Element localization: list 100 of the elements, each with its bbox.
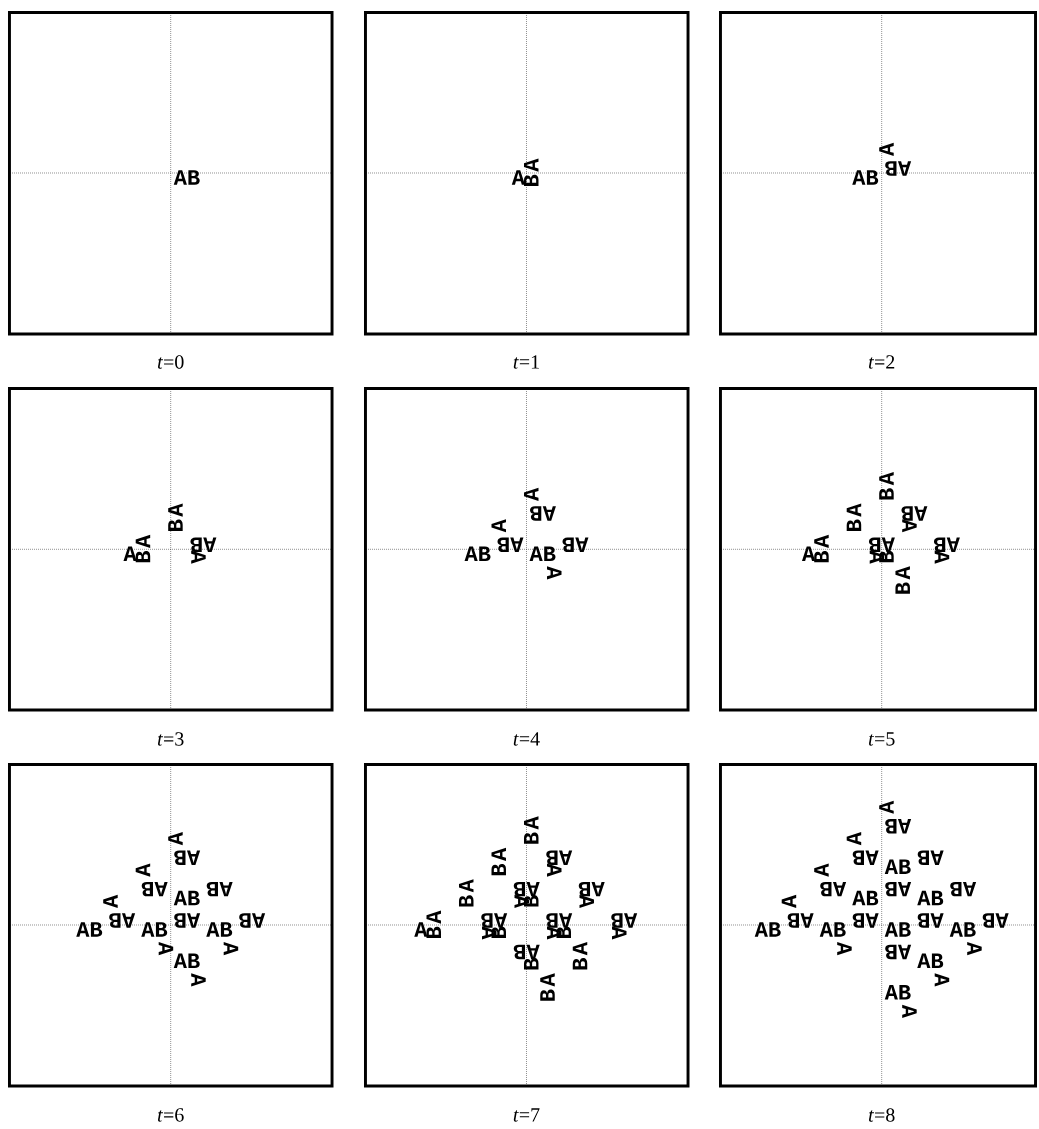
letters: AB (885, 819, 912, 834)
letters: A (895, 566, 910, 580)
letters: B (135, 551, 151, 563)
letters: A (524, 487, 539, 501)
letters: AB (562, 537, 589, 553)
letters: AB (852, 850, 879, 865)
letters: A (879, 142, 894, 157)
letters: AB (173, 953, 200, 969)
step-label: t=5 (868, 732, 895, 746)
letters: B (572, 958, 588, 970)
letters: A (524, 158, 539, 172)
letters: A (902, 1004, 917, 1018)
letters: AB (852, 170, 879, 185)
letters: A (781, 894, 797, 909)
letters: A (168, 832, 183, 846)
letters: A (814, 534, 829, 549)
letters: AB (885, 881, 912, 897)
letters: AB (917, 953, 944, 969)
letters: A (846, 832, 862, 846)
letters: B (540, 989, 555, 1001)
letters: A (837, 941, 852, 956)
letters: A (547, 566, 562, 580)
letters: AB (206, 881, 233, 897)
letters: B (814, 551, 829, 563)
letters: AB (174, 850, 201, 865)
letters: AB (173, 890, 200, 906)
letters: AB (917, 913, 944, 928)
step-label: t=3 (157, 732, 184, 746)
letters: AB (109, 913, 136, 928)
step-label: t=2 (868, 355, 895, 369)
letters: AB (141, 881, 168, 897)
letters: B (459, 895, 474, 907)
letters: A (491, 847, 506, 861)
letters: AB (578, 881, 605, 897)
letters: A (967, 941, 982, 956)
letters: B (879, 488, 894, 500)
letters: B (426, 926, 441, 938)
letters: A (223, 941, 239, 956)
letters: A (103, 894, 118, 909)
letters: B (524, 174, 539, 186)
letters: AB (76, 922, 103, 937)
letters: A (879, 800, 894, 814)
letters: AB (754, 922, 781, 937)
letters: A (459, 879, 474, 893)
letters: A (814, 863, 829, 877)
letters: A (191, 973, 206, 987)
letters: AB (174, 913, 201, 928)
letters: AB (884, 922, 911, 937)
step-label: t=1 (513, 355, 539, 369)
letters: AB (611, 913, 638, 928)
letters: A (612, 926, 627, 940)
letters: A (191, 550, 206, 564)
letters: AB (885, 944, 912, 960)
letters: A (879, 472, 894, 486)
letters: A (846, 503, 862, 517)
letters: AB (513, 944, 540, 960)
letters: AB (950, 881, 977, 897)
letters: AB (141, 922, 168, 937)
letters: A (491, 519, 506, 533)
letters: AB (464, 546, 491, 561)
letters: A (158, 941, 174, 956)
letters: AB (933, 537, 960, 553)
letters: A (934, 550, 950, 564)
letters: A (511, 170, 525, 185)
letters: B (524, 958, 539, 970)
letters: B (524, 832, 539, 844)
letters: AB (949, 922, 976, 937)
letters: AB (852, 913, 879, 928)
letters: AB (546, 850, 573, 865)
letters: AB (868, 537, 895, 553)
letters: AB (190, 537, 217, 553)
letters: AB (206, 922, 233, 937)
letters: AB (546, 913, 573, 928)
letters: B (491, 863, 506, 876)
letters: AB (917, 850, 944, 865)
step-label: t=0 (157, 355, 184, 369)
letters: A (572, 941, 588, 956)
letters: A (934, 973, 950, 987)
letters: A (168, 503, 183, 517)
letters: AB (885, 161, 912, 176)
letters: AB (820, 881, 847, 897)
letters: AB (513, 881, 540, 897)
letters: AB (982, 913, 1009, 928)
letters: A (135, 534, 151, 549)
letters: A (540, 973, 555, 987)
letters: A (426, 910, 441, 924)
letters: AB (173, 170, 200, 185)
letters: AB (901, 506, 928, 521)
letters: AB (481, 913, 508, 928)
step-label: t=7 (513, 1108, 540, 1122)
letters: A (802, 546, 816, 561)
letters: AB (884, 859, 911, 874)
letters: AB (529, 546, 556, 561)
step-label: t=8 (868, 1108, 895, 1122)
letters: AB (819, 922, 846, 937)
letters: AB (917, 890, 944, 906)
letters: AB (239, 913, 266, 928)
letters: AB (852, 890, 879, 906)
letters: B (846, 519, 862, 531)
letters: AB (497, 537, 524, 553)
